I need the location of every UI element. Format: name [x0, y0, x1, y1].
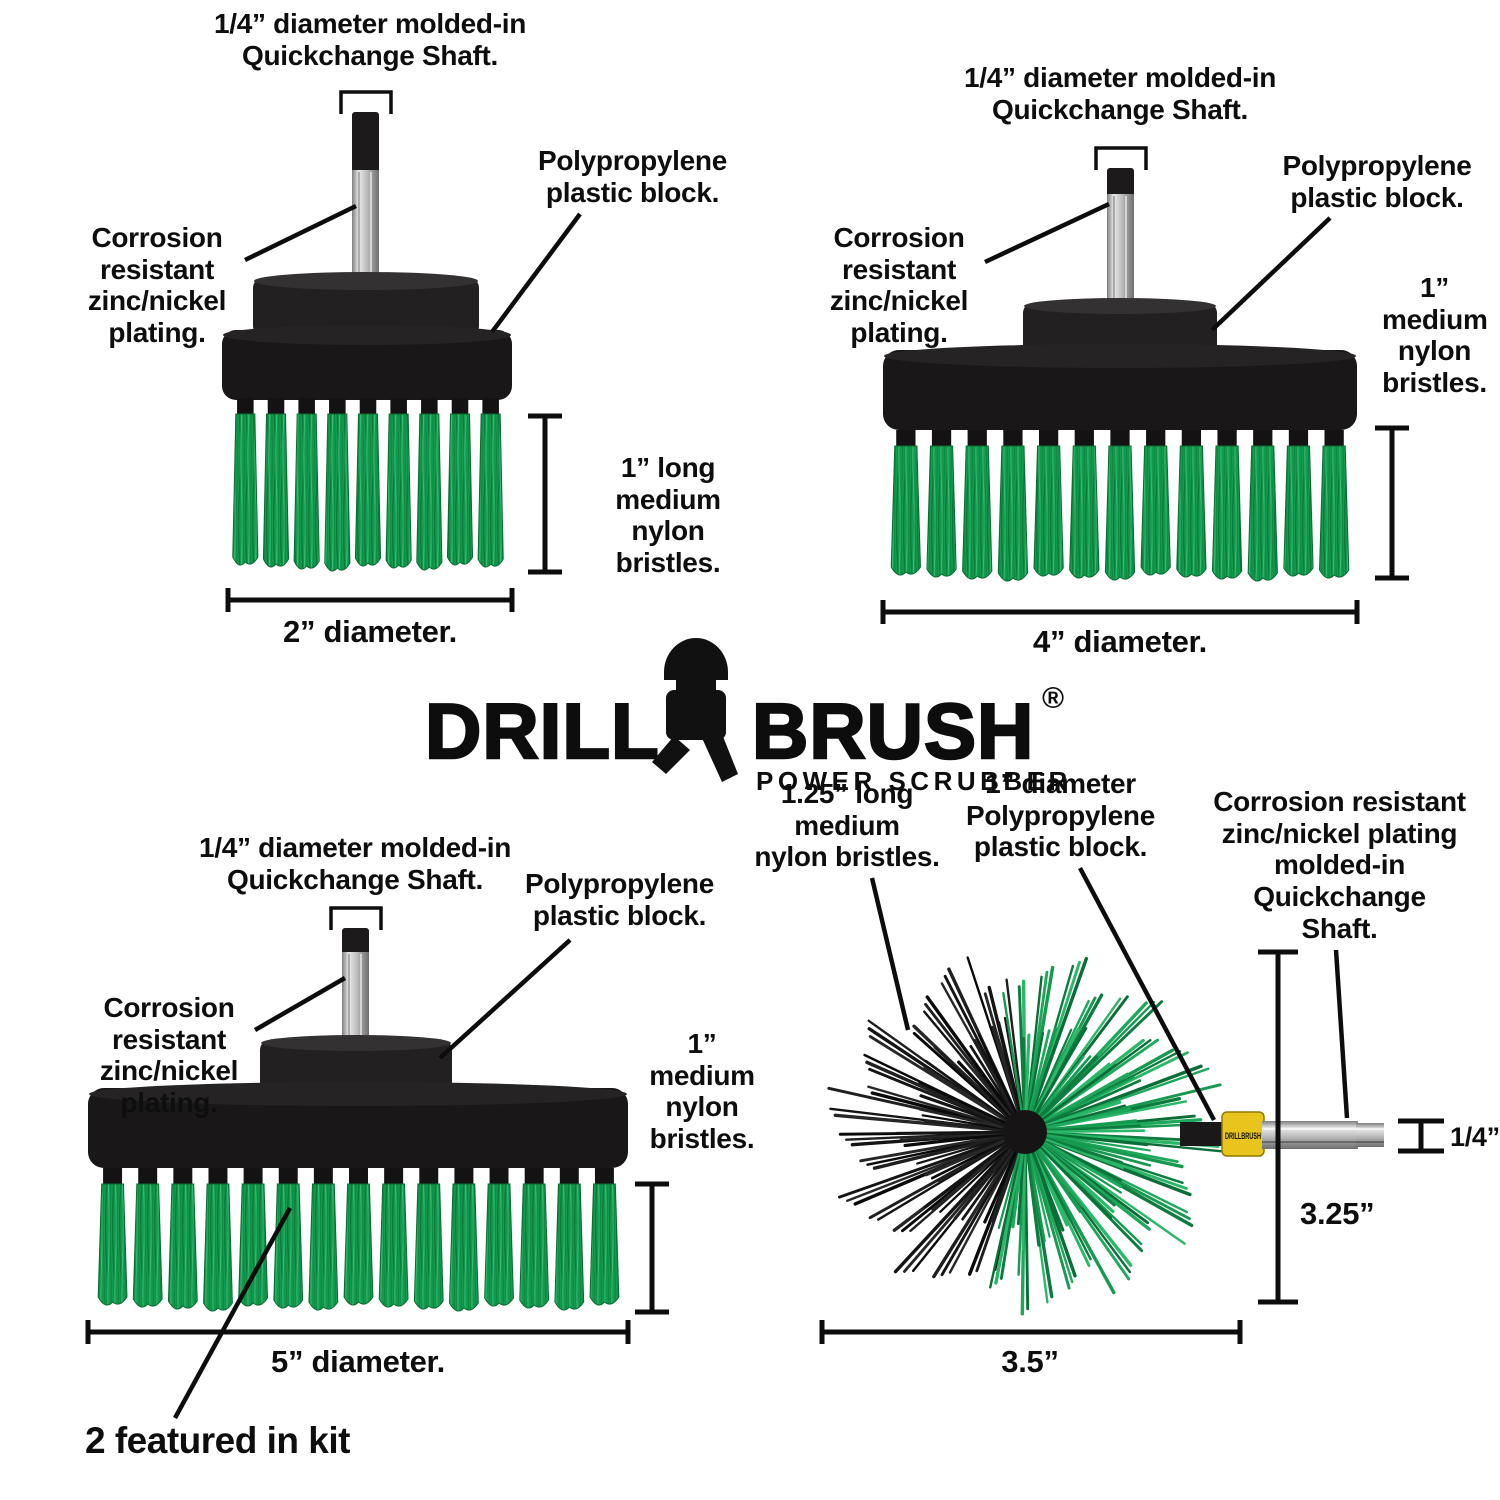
dimension-5in-bristle-length: [635, 1181, 669, 1315]
dimension-orig-height: [1258, 949, 1298, 1305]
drill-icon: [646, 632, 746, 797]
label-orig-block: 1” diameter Polypropylene plastic block.: [965, 768, 1156, 863]
brush-original-illustration: DRILLBRUSH: [827, 956, 1384, 1316]
dimension-orig-shaft: [1398, 1118, 1444, 1154]
label-4in-bristles: 1” medium nylon bristles.: [1382, 272, 1488, 398]
leader-orig-bristles: [869, 877, 911, 1031]
plastic-block-upper: [253, 278, 479, 336]
leader-5in-featured: [173, 1206, 292, 1420]
plastic-block-disc: [222, 330, 512, 400]
plastic-disc-top: [884, 344, 1356, 368]
label-4in-plating: Corrosion resistant zinc/nickel plating.: [829, 222, 969, 348]
leader-orig-plating: [1333, 949, 1350, 1119]
dimension-2in-bristle-length: [528, 413, 562, 575]
leader-4in-block: [1210, 216, 1332, 332]
bracket-5in-shaft: [329, 906, 383, 930]
label-orig-height: 3.25”: [1300, 1196, 1375, 1231]
dimension-4in-bristle-length: [1375, 425, 1409, 581]
dimension-4in-diameter: [880, 600, 1360, 624]
shaft-hex-cap: [342, 928, 369, 956]
dimension-5in-diameter: [85, 1320, 631, 1344]
bristle-tufts-2in: [232, 398, 504, 572]
leader-5in-block: [438, 938, 572, 1060]
bracket-2in-shaft: [339, 90, 393, 114]
dimension-orig-width: [819, 1320, 1243, 1344]
plastic-disc-top: [223, 325, 511, 345]
plastic-block-disc: [88, 1088, 628, 1168]
brush-4in-illustration: [883, 168, 1357, 582]
leader-orig-block: [1078, 866, 1216, 1122]
label-5in-block: Polypropylene plastic block.: [524, 868, 715, 931]
label-4in-diameter: 4” diameter.: [1033, 624, 1207, 659]
brush-5in-illustration: [88, 928, 628, 1312]
plastic-block-top: [254, 272, 478, 290]
brush-2in-illustration: [222, 112, 512, 572]
label-5in-diameter: 5” diameter.: [271, 1344, 445, 1379]
logo-registered-mark: ®: [1042, 682, 1065, 715]
label-4in-block: Polypropylene plastic block.: [1282, 150, 1472, 213]
label-2in-shaft: 1/4” diameter molded-in Quickchange Shaf…: [213, 8, 527, 71]
bristle-tufts-5in: [97, 1168, 620, 1312]
collar-text: DRILLBRUSH: [1225, 1131, 1261, 1141]
plastic-disc-top: [89, 1082, 627, 1106]
logo-word-brush: BRUSH: [751, 686, 1035, 777]
label-5in-featured: 2 featured in kit: [85, 1420, 350, 1461]
label-orig-shaft-diameter: 1/4”: [1450, 1122, 1500, 1152]
shaft-hex-cap: [1107, 168, 1134, 198]
label-5in-plating: Corrosion resistant zinc/nickel plating.: [99, 992, 239, 1118]
plastic-block-disc: [883, 350, 1357, 430]
label-4in-shaft: 1/4” diameter molded-in Quickchange Shaf…: [963, 62, 1277, 125]
dimension-lines: [85, 413, 1444, 1344]
label-5in-bristles: 1” medium nylon bristles.: [649, 1028, 755, 1154]
leader-2in-plating: [244, 203, 357, 263]
leader-4in-plating: [984, 201, 1110, 265]
label-2in-block: Polypropylene plastic block.: [537, 145, 728, 208]
dimension-2in-diameter: [225, 588, 515, 612]
plastic-block-top: [1024, 298, 1216, 314]
bracket-4in-shaft: [1094, 146, 1148, 170]
label-orig-bristles: 1.25” long medium nylon bristles.: [754, 778, 940, 873]
round-brush-bristles: [827, 956, 1225, 1316]
brush-core: [1003, 1110, 1047, 1154]
label-5in-shaft: 1/4” diameter molded-in Quickchange Shaf…: [198, 832, 512, 895]
label-orig-width: 3.5”: [1001, 1344, 1059, 1379]
shaft-tip: [1356, 1123, 1384, 1147]
leader-5in-plating: [253, 976, 347, 1032]
label-2in-plating: Corrosion resistant zinc/nickel plating.: [87, 222, 227, 348]
logo-tagline: POWER SCRUBBER: [756, 766, 1072, 796]
label-2in-bristles: 1” long medium nylon bristles.: [615, 452, 721, 578]
label-orig-plating: Corrosion resistant zinc/nickel plating …: [1213, 786, 1466, 944]
hex-shaft: [342, 952, 369, 1048]
leader-lines: [173, 201, 1350, 1420]
bristle-tufts-4in: [890, 430, 1350, 582]
plastic-block-upper: [260, 1040, 452, 1094]
label-2in-diameter: 2” diameter.: [283, 614, 457, 649]
leader-2in-block: [490, 212, 582, 334]
hex-shaft: [352, 170, 379, 284]
shaft-hex-cap: [352, 112, 379, 174]
logo-word-drill: DRILL: [424, 686, 660, 777]
hex-shaft: [1107, 194, 1134, 308]
callout-brackets: [329, 90, 1148, 930]
plastic-block-top: [261, 1035, 451, 1051]
